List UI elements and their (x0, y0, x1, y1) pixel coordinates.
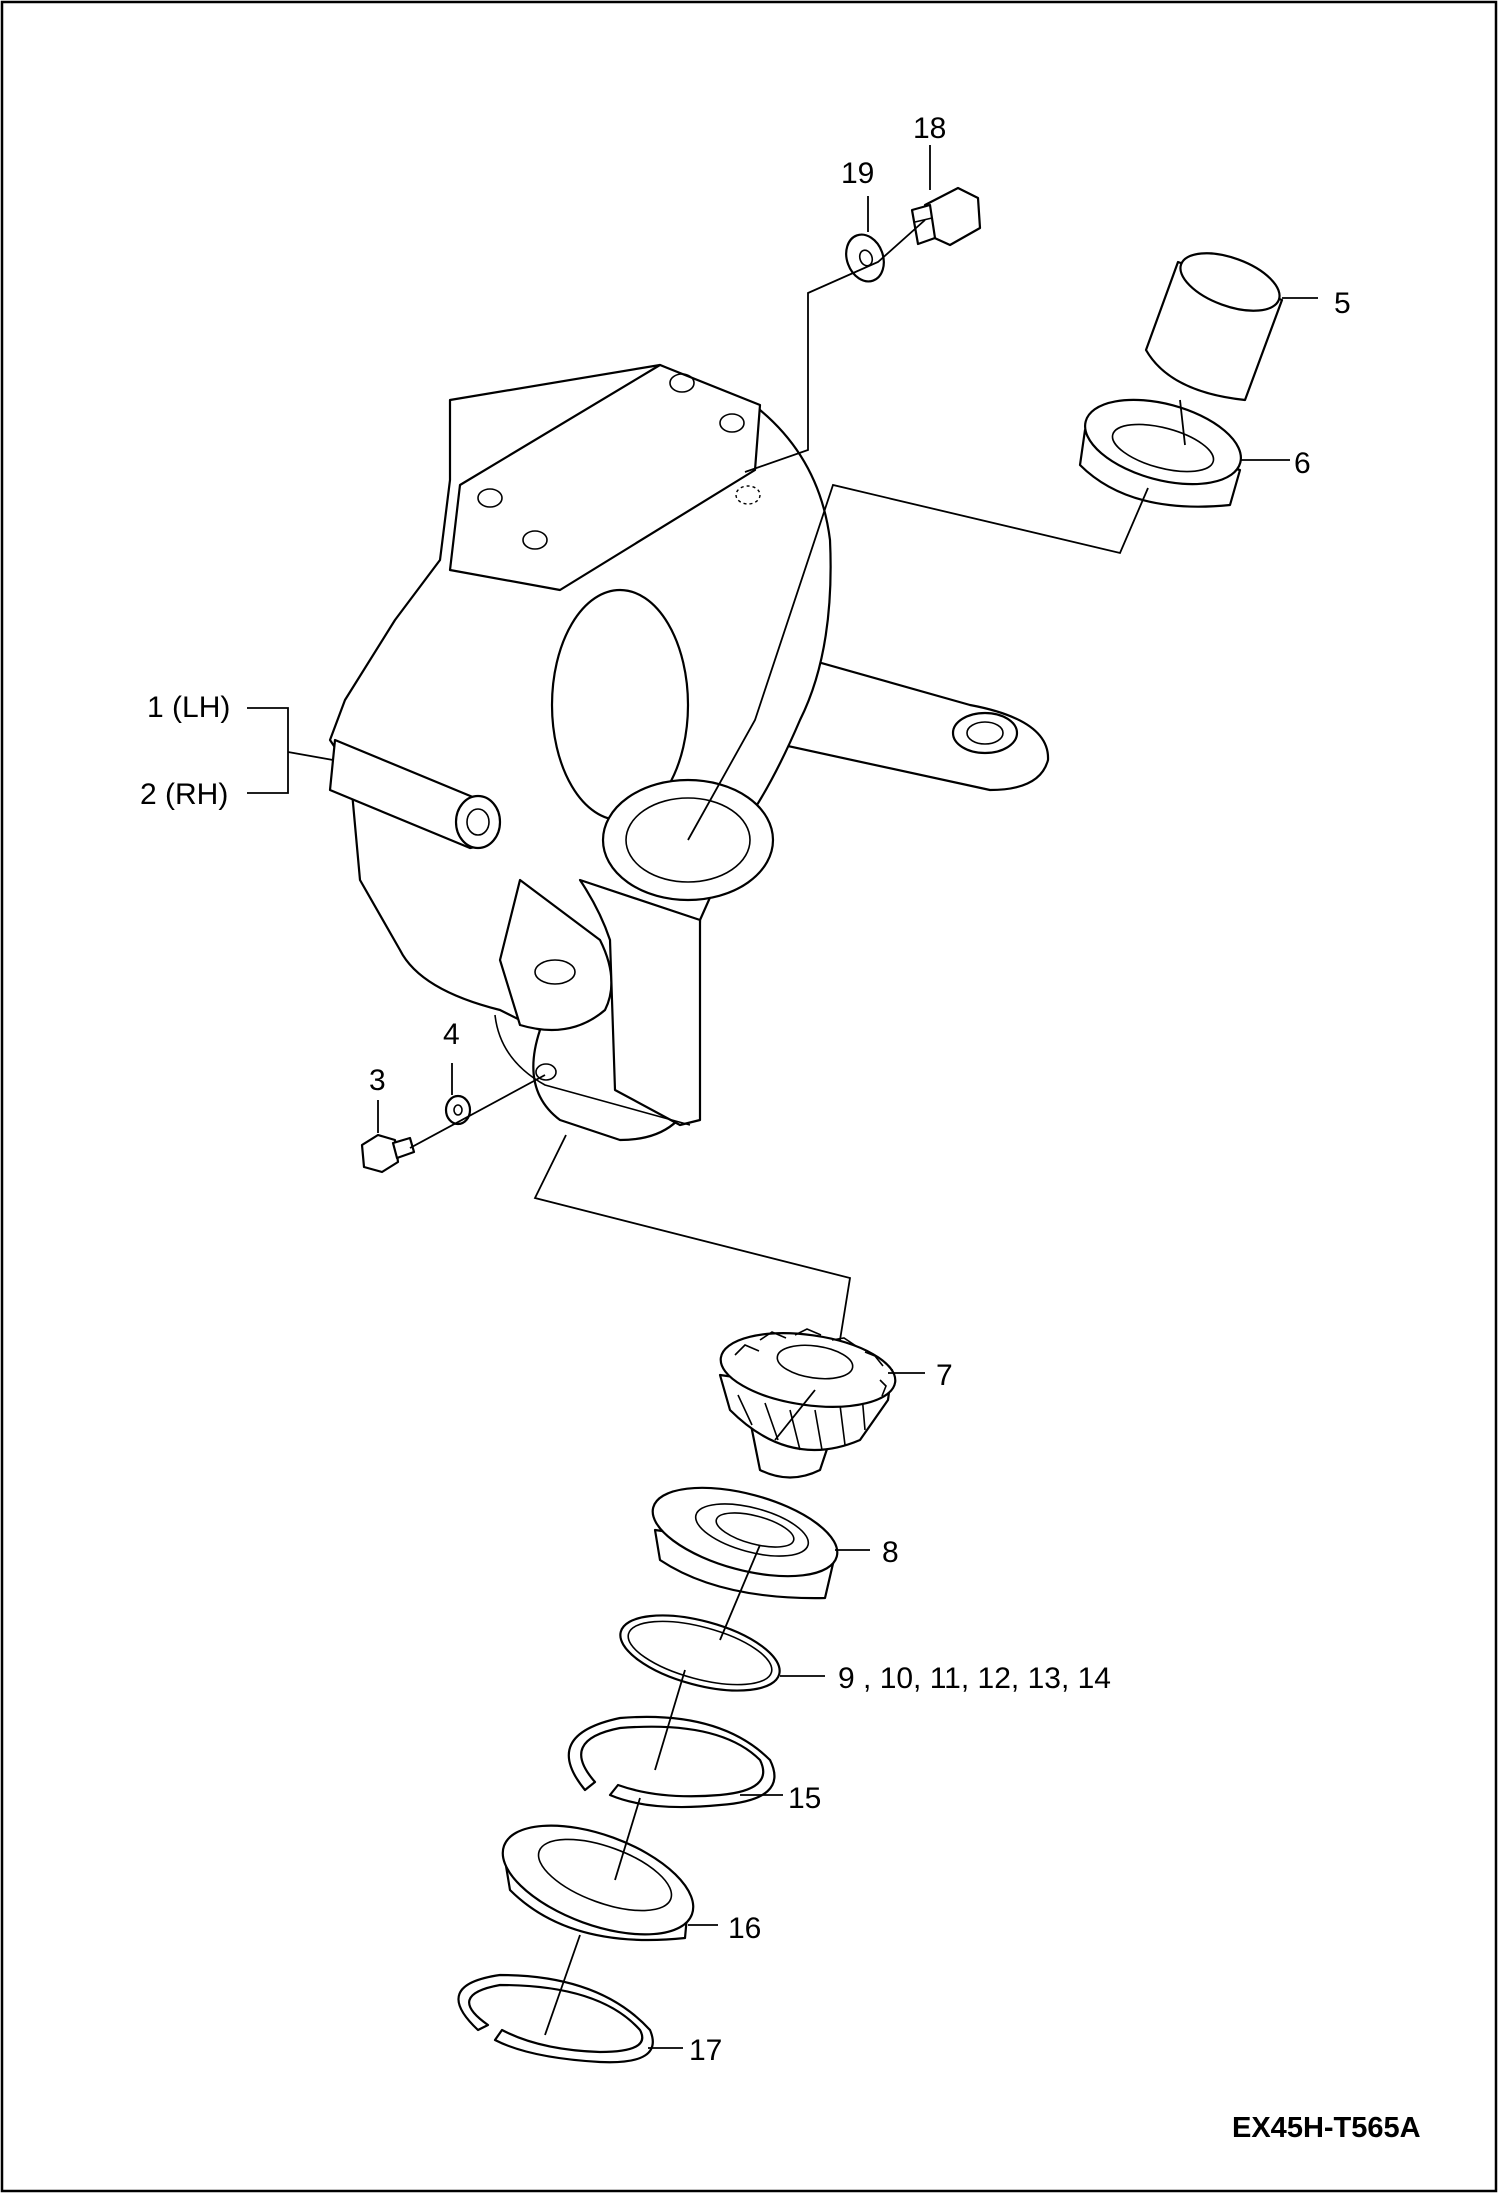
callout-19: 19 (841, 157, 874, 190)
bushing-part-5 (1144, 252, 1284, 402)
bearing-part-8 (651, 1486, 839, 1600)
plug-part-18 (910, 186, 982, 247)
callout-7: 7 (936, 1359, 953, 1392)
callout-17: 17 (689, 2034, 722, 2067)
callout-2-rh: 2 (RH) (140, 778, 228, 811)
bolt-part-3 (360, 1133, 416, 1174)
callout-1-lh: 1 (LH) (147, 691, 230, 724)
snap-ring-part-15 (567, 1715, 776, 1809)
snap-ring-part-17 (457, 1973, 654, 2064)
callout-6: 6 (1294, 447, 1311, 480)
seal-part-6 (1078, 398, 1242, 508)
callout-3: 3 (369, 1064, 386, 1097)
washer-part-4 (444, 1094, 472, 1126)
callout-4: 4 (443, 1018, 460, 1051)
drawing-code: EX45H-T565A (1232, 2112, 1421, 2144)
knuckle-housing (328, 363, 1050, 1142)
callout-18: 18 (913, 112, 946, 145)
washer-part-19 (845, 233, 885, 283)
callout-16: 16 (728, 1912, 761, 1945)
gear-part-7 (718, 1328, 897, 1479)
callout-15: 15 (788, 1782, 821, 1815)
callout-5: 5 (1334, 287, 1351, 320)
leader-lines (247, 145, 1318, 2049)
callout-9-14: 9 , 10, 11, 12, 13, 14 (838, 1662, 1111, 1695)
callout-8: 8 (882, 1536, 899, 1569)
shim-part-9-14 (619, 1614, 781, 1692)
seal-part-16 (501, 1824, 695, 1942)
callout-labels: 1 (LH) 2 (RH) 3 4 5 6 7 8 9 , 10, 11, 12… (140, 112, 1421, 2144)
